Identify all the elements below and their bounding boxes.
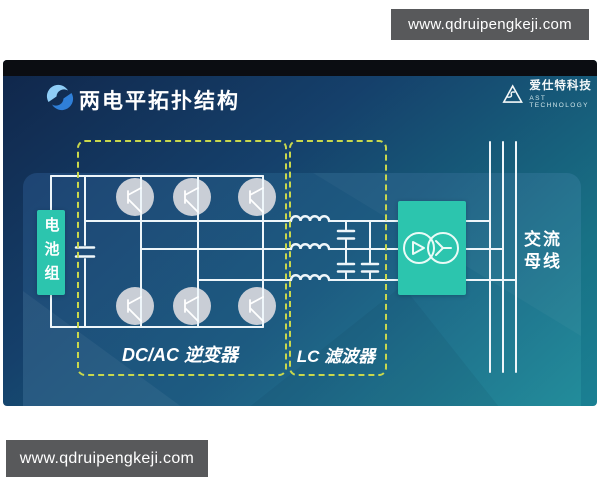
- delta-winding-icon: [412, 241, 425, 255]
- watermark-top: www.qdruipengkeji.com: [391, 9, 589, 40]
- battery-label: 电池组: [42, 216, 60, 289]
- filter-boundary: [289, 140, 387, 376]
- inverter-boundary: [77, 140, 287, 376]
- ast-triangle-icon: [502, 84, 523, 104]
- ac-bus-label: 交流 母线: [518, 229, 568, 273]
- battery-block: 电池组: [37, 210, 65, 295]
- watermark-bottom: www.qdruipengkeji.com: [6, 440, 208, 477]
- panel-top-bar: [3, 60, 597, 76]
- inverter-label: DC/AC 逆变器: [122, 345, 238, 365]
- transformer-block: [398, 201, 466, 295]
- wye-winding-icon: [435, 240, 452, 256]
- brand-logo: 爱仕特科技 AST TECHNOLOGY: [502, 80, 600, 109]
- ac-bus-label-line1: 交流: [524, 230, 562, 249]
- brand-name: 爱仕特科技: [529, 80, 592, 92]
- ac-bus-label-line2: 母线: [524, 252, 562, 271]
- filter-label: LC 滤波器: [296, 347, 376, 366]
- brand-swirl-icon: [46, 84, 74, 111]
- transformer-icon: [403, 232, 459, 264]
- brand-subtitle: AST TECHNOLOGY: [529, 94, 589, 109]
- page-title: 两电平拓扑结构: [79, 90, 240, 113]
